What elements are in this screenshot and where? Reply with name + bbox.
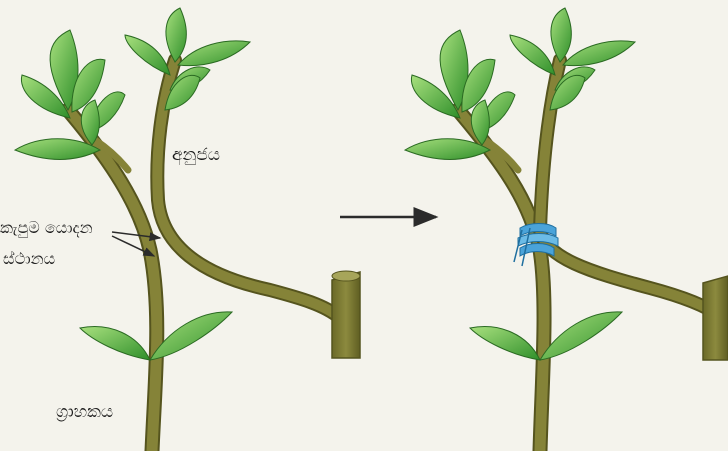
graft-union-label-line2: ස්ථානය bbox=[3, 250, 55, 268]
scion-label: අනුජය bbox=[172, 146, 220, 165]
graft-union-label-line1: කැපුම යොදන bbox=[0, 219, 93, 237]
leaf-cluster-scion-2 bbox=[510, 8, 635, 110]
after-plant bbox=[405, 8, 728, 451]
leaf-cluster-left-2 bbox=[405, 30, 515, 159]
scion-cut-stump-right bbox=[703, 276, 728, 360]
scion-cut-stump bbox=[332, 272, 360, 358]
leaf-cluster-scion bbox=[125, 8, 250, 110]
rootstock-label: ග්‍රාහකය bbox=[56, 403, 113, 422]
leaf-cluster-left bbox=[15, 30, 125, 159]
